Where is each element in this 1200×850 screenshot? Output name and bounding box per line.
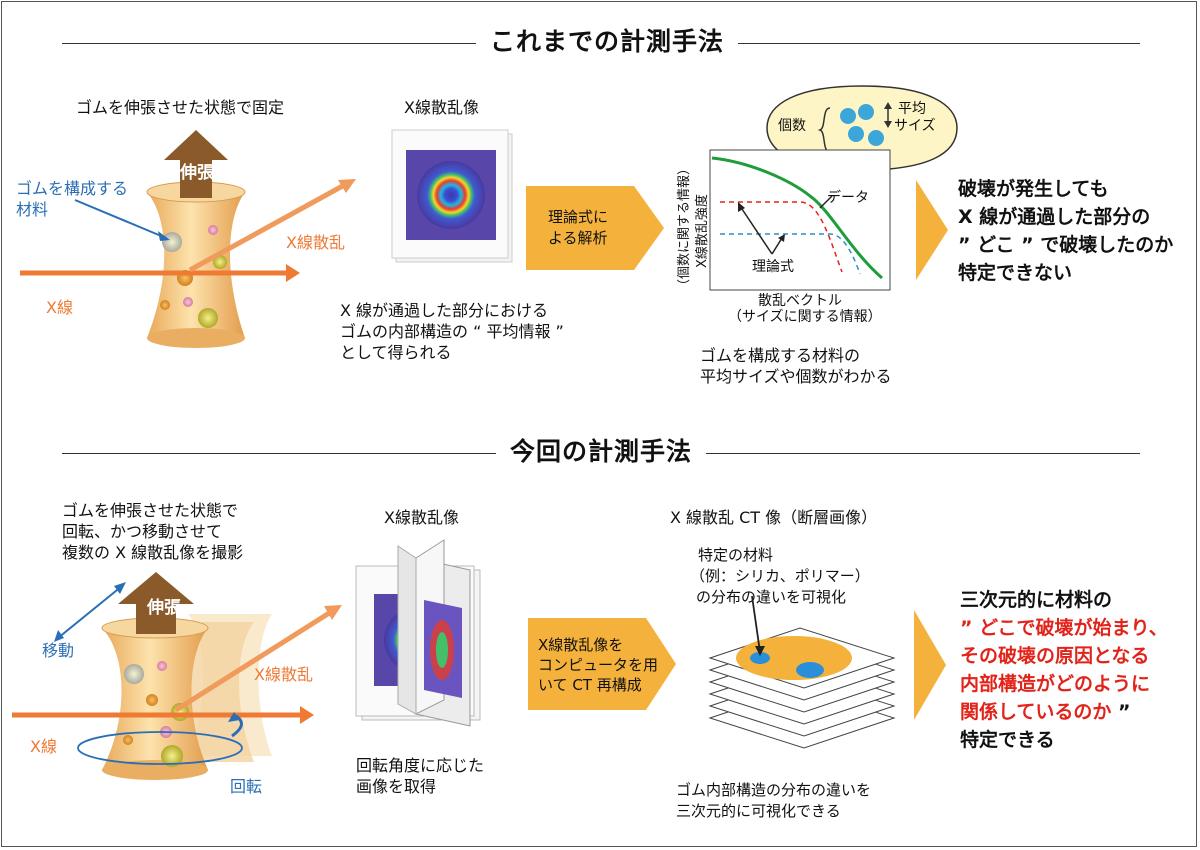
bubble-size-label-2: サイズ — [894, 118, 936, 134]
stretch-label-bottom: 伸張 — [147, 598, 181, 618]
scatter-label-top: X線散乱 — [286, 233, 345, 252]
graph-theory-label: 理論式 — [752, 259, 794, 275]
fixed-label: ゴムを伸張させた状態で固定 — [76, 98, 285, 117]
result-bottom-red-4: 関係しているのか — [960, 701, 1112, 723]
graph-xlabel-1: 散乱ベクトル — [758, 293, 842, 309]
rubber-specimen-top — [20, 130, 356, 348]
xray-label-bottom: X線 — [30, 737, 57, 756]
scattering-graph — [709, 149, 891, 291]
analysis-arrow — [526, 186, 664, 270]
result-bottom-red-3: 内部構造がどのように — [960, 673, 1151, 695]
ct-note-1: 特定の材料 — [698, 546, 774, 564]
analysis-label-1: 理論式に — [548, 208, 609, 226]
result-bottom-1: 三次元的に材料の — [960, 589, 1113, 611]
result-arrow-top — [916, 180, 948, 280]
result-arrow-bottom — [914, 610, 946, 720]
image-caption-bottom-2: 画像を取得 — [356, 777, 437, 796]
result-bottom-last: 特定できる — [960, 729, 1055, 751]
ct-caption-2: 三次元的に可視化できる — [676, 802, 841, 820]
method-label-1: ゴムを伸張させた状態で — [62, 501, 239, 520]
ct-caption-1: ゴム内部構造の分布の違いを — [676, 781, 872, 799]
image-caption-top-1: X 線が通過した部分における — [340, 301, 549, 320]
graph-xlabel-2: （サイズに関する情報） — [728, 309, 882, 325]
graph-data-label: データ — [827, 190, 869, 206]
material-label-2: 材料 — [16, 200, 49, 219]
method-label-3: 複数の X 線散乱像を撮影 — [62, 543, 244, 562]
stretch-label-top: 伸張 — [180, 163, 214, 183]
image-title-top: X線散乱像 — [404, 98, 479, 117]
image-caption-top-3: として得られる — [340, 343, 452, 362]
result-top-1: 破壊が発生しても — [958, 178, 1109, 200]
result-top-3: ” どこ ” で破壊したのか — [958, 234, 1174, 256]
material-label-1: ゴムを構成する — [16, 179, 129, 198]
scatter-label-bottom: X線散乱 — [254, 665, 313, 684]
image-caption-top-2: ゴムの内部構造の “ 平均情報 ” — [340, 322, 564, 341]
result-bottom-red-4-line: 関係しているのか ” — [960, 698, 1131, 726]
bubble-size-label-1: 平均 — [898, 101, 926, 117]
result-top-4: 特定できない — [958, 262, 1073, 284]
bottom-section-title: 今回の計測手法 — [496, 436, 707, 468]
scatter-image-top — [391, 129, 513, 263]
graph-caption-2: 平均サイズや個数がわかる — [700, 367, 892, 386]
rubber-specimen-bottom — [12, 572, 342, 780]
ct-note-3: の分布の違いを可視化 — [696, 588, 847, 606]
result-bottom-quote: ” — [1111, 701, 1131, 723]
ct-arrow-label-1: X線散乱像を — [538, 636, 624, 654]
xray-label-top: X線 — [46, 298, 73, 317]
ct-slice-stack — [708, 595, 896, 749]
ct-arrow-label-2: コンピュータを用 — [538, 656, 659, 674]
scatter-image-stack — [355, 539, 481, 727]
image-caption-bottom-1: 回転角度に応じた — [356, 756, 485, 775]
top-section-title: これまでの計測手法 — [476, 26, 739, 58]
graph-ylabel-1: （個数に関する情報） — [677, 161, 692, 292]
ct-note-2: （例：シリカ、ポリマー） — [690, 567, 870, 585]
result-bottom-red-2: その破壊の原因となる — [960, 645, 1150, 667]
ct-arrow — [528, 618, 676, 710]
graph-caption-1: ゴムを構成する材料の — [700, 346, 861, 365]
result-bottom-red-1: ” どこで破壊が始まり、 — [960, 617, 1168, 639]
bubble-count-label: 個数 — [778, 118, 806, 134]
rotate-label: 回転 — [230, 777, 263, 796]
ct-title: X 線散乱 CT 像（断層画像） — [670, 508, 878, 527]
analysis-label-2: よる解析 — [548, 229, 608, 247]
image-title-bottom: X線散乱像 — [384, 508, 459, 527]
move-label: 移動 — [42, 641, 75, 660]
method-label-2: 回転、かつ移動させて — [62, 522, 223, 541]
result-top-2: X 線が通過した部分の — [958, 206, 1151, 228]
ct-arrow-label-3: いて CT 再構成 — [538, 676, 642, 694]
graph-ylabel-2: X線散乱強度 — [695, 194, 710, 268]
